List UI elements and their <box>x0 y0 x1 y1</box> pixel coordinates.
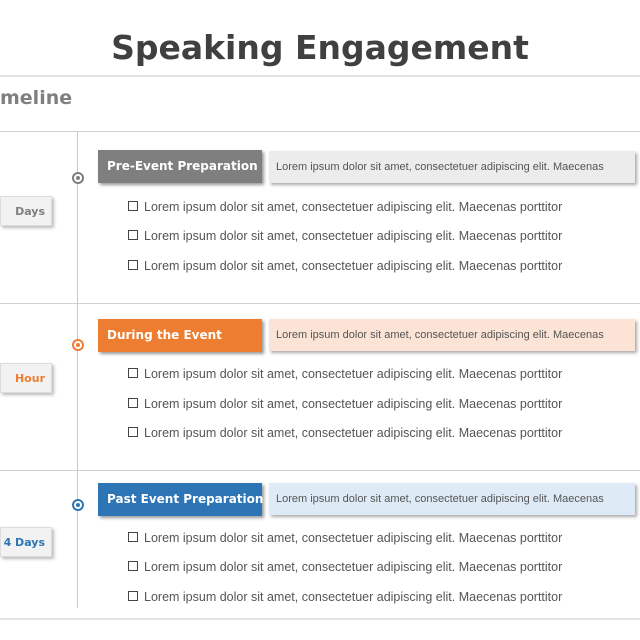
list-item: Lorem ipsum dolor sit amet, consectetuer… <box>128 200 636 214</box>
list-item: Lorem ipsum dolor sit amet, consectetuer… <box>128 560 636 574</box>
checkbox-bullet-icon <box>128 260 138 270</box>
timeline-line <box>77 131 78 608</box>
divider <box>0 618 640 620</box>
list-item: Lorem ipsum dolor sit amet, consectetuer… <box>128 367 636 381</box>
list-item-text: Lorem ipsum dolor sit amet, consectetuer… <box>144 229 563 243</box>
list-item-text: Lorem ipsum dolor sit amet, consectetuer… <box>144 560 563 574</box>
phase-heading: Past Event Preparation <box>98 483 263 516</box>
checkbox-bullet-icon <box>128 398 138 408</box>
list-item: Lorem ipsum dolor sit amet, consectetuer… <box>128 397 636 411</box>
phase-description: Lorem ipsum dolor sit amet, consectetuer… <box>269 483 635 515</box>
divider <box>0 75 640 77</box>
phase-heading: Pre-Event Preparation <box>98 150 262 183</box>
section-title: meline <box>0 87 73 109</box>
page-title: Speaking Engagement <box>111 28 529 67</box>
duration-label: 4 Days <box>0 527 52 557</box>
timeline-dot-icon <box>72 499 84 511</box>
timeline-dot-icon <box>72 172 84 184</box>
checkbox-bullet-icon <box>128 591 138 601</box>
checkbox-bullet-icon <box>128 230 138 240</box>
duration-label: Days <box>0 196 52 226</box>
checkbox-bullet-icon <box>128 561 138 571</box>
phase-heading: During the Event <box>98 319 262 352</box>
timeline-dot-icon <box>72 339 84 351</box>
list-item-text: Lorem ipsum dolor sit amet, consectetuer… <box>144 200 563 214</box>
list-item-text: Lorem ipsum dolor sit amet, consectetuer… <box>144 259 563 273</box>
phase-description: Lorem ipsum dolor sit amet, consectetuer… <box>269 319 635 351</box>
checkbox-bullet-icon <box>128 201 138 211</box>
checkbox-bullet-icon <box>128 532 138 542</box>
list-item: Lorem ipsum dolor sit amet, consectetuer… <box>128 229 636 243</box>
checkbox-bullet-icon <box>128 427 138 437</box>
list-item: Lorem ipsum dolor sit amet, consectetuer… <box>128 426 636 440</box>
list-item-text: Lorem ipsum dolor sit amet, consectetuer… <box>144 531 563 545</box>
divider <box>0 131 640 132</box>
divider <box>0 303 640 304</box>
list-item: Lorem ipsum dolor sit amet, consectetuer… <box>128 259 636 273</box>
list-item-text: Lorem ipsum dolor sit amet, consectetuer… <box>144 590 563 604</box>
list-item: Lorem ipsum dolor sit amet, consectetuer… <box>128 531 636 545</box>
divider <box>0 470 640 471</box>
list-item: Lorem ipsum dolor sit amet, consectetuer… <box>128 590 636 604</box>
checkbox-bullet-icon <box>128 368 138 378</box>
list-item-text: Lorem ipsum dolor sit amet, consectetuer… <box>144 426 563 440</box>
phase-description: Lorem ipsum dolor sit amet, consectetuer… <box>269 151 635 183</box>
list-item-text: Lorem ipsum dolor sit amet, consectetuer… <box>144 397 563 411</box>
duration-label: Hour <box>0 363 52 393</box>
list-item-text: Lorem ipsum dolor sit amet, consectetuer… <box>144 367 563 381</box>
